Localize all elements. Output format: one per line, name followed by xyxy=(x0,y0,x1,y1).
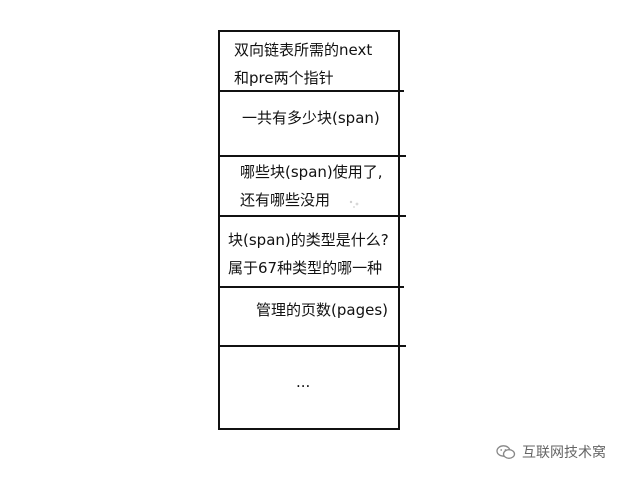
cell-text-line: 属于67种类型的哪一种 xyxy=(228,259,383,277)
cell-text-line: 块(span)的类型是什么? xyxy=(228,231,389,249)
cell-text-line: 和pre两个指针 xyxy=(234,69,334,87)
cell-text-line: 双向链表所需的next xyxy=(234,41,373,59)
cell-page-count: 管理的页数(pages) xyxy=(220,296,398,326)
cell-span-count: 一共有多少块(span) xyxy=(220,104,398,134)
cell-text-line: ... xyxy=(296,373,311,391)
memory-block-diagram: 双向链表所需的next 和pre两个指针 一共有多少块(span) 哪些块(sp… xyxy=(218,30,400,430)
cell-list-pointers: 双向链表所需的next 和pre两个指针 xyxy=(220,36,398,92)
cell-ellipsis: ... xyxy=(220,368,398,398)
watermark-text: 互联网技术窝 xyxy=(522,445,606,461)
cell-divider xyxy=(218,215,406,217)
cell-divider xyxy=(218,90,404,92)
cell-span-usage: 哪些块(span)使用了, 还有哪些没用 xyxy=(220,158,398,218)
watermark: 互联网技术窝 xyxy=(496,440,606,464)
faint-mark xyxy=(349,200,359,208)
cell-divider xyxy=(218,155,406,157)
cell-span-class: 块(span)的类型是什么? 属于67种类型的哪一种 xyxy=(220,226,398,284)
cell-divider xyxy=(218,345,406,347)
cell-text-line: 还有哪些没用 xyxy=(240,191,331,209)
cell-text-line: 一共有多少块(span) xyxy=(242,109,380,127)
cell-text-line: 哪些块(span)使用了, xyxy=(240,163,383,181)
wechat-icon xyxy=(496,445,516,459)
cell-text-line: 管理的页数(pages) xyxy=(256,301,388,319)
cell-divider xyxy=(218,286,404,288)
